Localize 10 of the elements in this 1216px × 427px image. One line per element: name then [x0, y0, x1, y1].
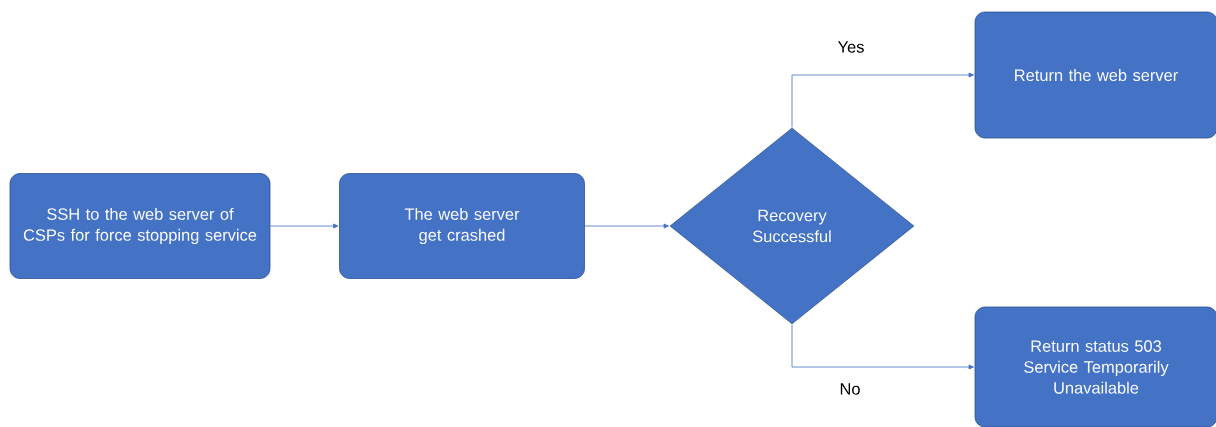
edge-label: Yes	[836, 40, 866, 54]
arrow	[791, 324, 974, 370]
arrow	[791, 72, 974, 128]
process-box: The web server get crashed	[339, 173, 585, 279]
process-box: SSH to the web server of CSPs for force stopping service	[9, 173, 271, 279]
process-box: Return the web server	[974, 11, 1216, 139]
process-box: Return status 503 Service Temporarily Unavailable	[974, 306, 1216, 427]
edge-label: No	[838, 382, 862, 396]
arrow	[270, 223, 339, 229]
arrow	[584, 223, 669, 229]
